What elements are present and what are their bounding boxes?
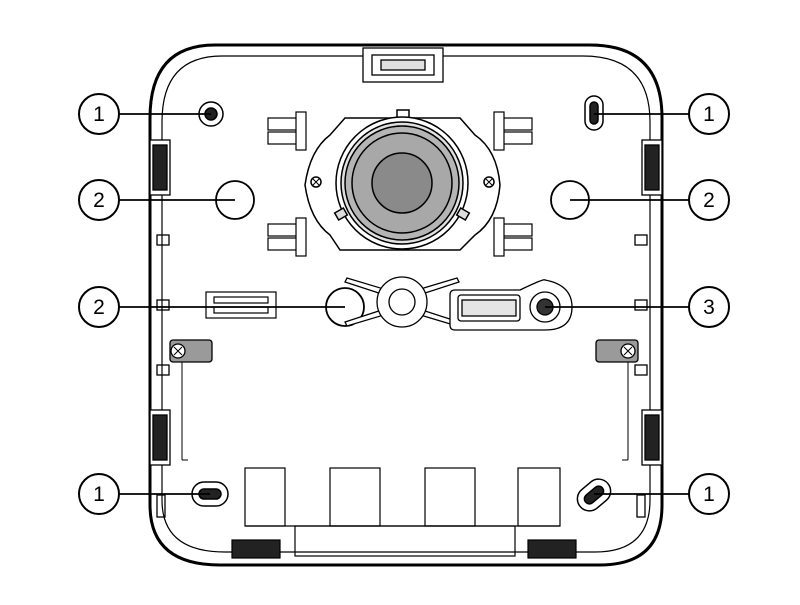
left-screw-tab (169, 339, 213, 363)
tamper-switch (449, 279, 573, 331)
led-indicator (344, 276, 460, 328)
sensor-clips (267, 111, 533, 257)
inner-rails (181, 360, 629, 461)
callouts: 1 1 2 2 2 3 1 1 (78, 93, 730, 515)
callout-2-center: 2 (78, 286, 120, 328)
right-screw-tab (595, 339, 639, 363)
top-clip (362, 47, 444, 83)
cable-entry (231, 467, 577, 559)
svg-text:2: 2 (93, 296, 105, 319)
left-latches (149, 139, 171, 518)
svg-text:1: 1 (93, 103, 105, 126)
leader-lines (119, 113, 689, 495)
callout-1-top-left: 1 (78, 93, 120, 135)
svg-text:1: 1 (93, 483, 105, 506)
svg-text:2: 2 (93, 189, 105, 212)
svg-text:1: 1 (703, 103, 715, 126)
right-latches (634, 139, 663, 518)
svg-text:1: 1 (703, 483, 715, 506)
callout-1-top-right: 1 (688, 93, 730, 135)
callout-1-bottom-right: 1 (688, 473, 730, 515)
svg-text:2: 2 (703, 189, 715, 212)
callout-2-left: 2 (78, 179, 120, 221)
callout-1-bottom-left: 1 (78, 473, 120, 515)
callout-2-right: 2 (688, 179, 730, 221)
svg-text:3: 3 (703, 296, 715, 319)
sensor-assembly (304, 109, 501, 251)
callout-3-tamper: 3 (688, 286, 730, 328)
connector (205, 291, 277, 319)
